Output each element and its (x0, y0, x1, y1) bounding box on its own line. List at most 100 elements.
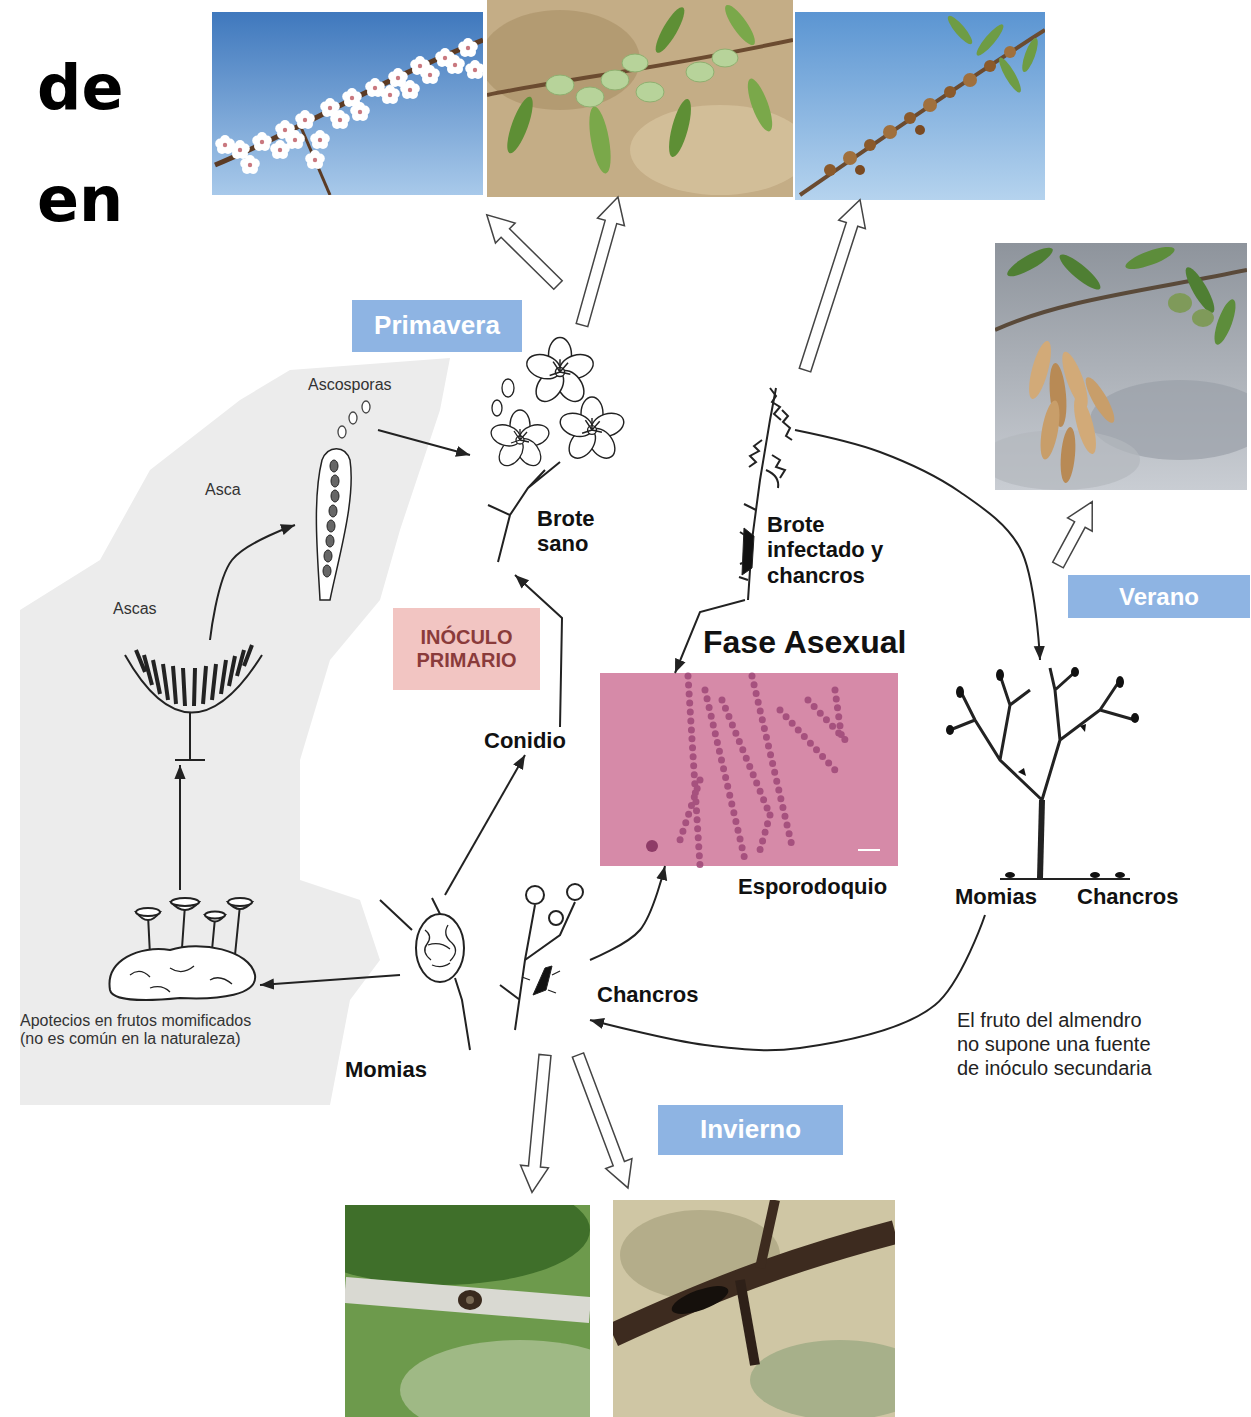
box-label: Verano (1119, 583, 1199, 611)
box-label: Invierno (700, 1115, 801, 1145)
photo (1004, 243, 1056, 281)
apothecia-drawing (110, 946, 256, 1000)
canker-drawing (526, 886, 544, 904)
photo (613, 1232, 895, 1335)
photo (465, 60, 483, 79)
photo (855, 165, 865, 175)
canker-drawing (567, 884, 583, 900)
photo (380, 85, 400, 104)
ascus-drawing (324, 550, 332, 562)
photo (295, 110, 315, 129)
tree-drawing (1071, 667, 1079, 677)
note: El fruto del almendro no supone una fuen… (957, 1008, 1160, 1080)
stage-node: Momias (400, 895, 475, 1005)
ascus-drawing (323, 460, 339, 577)
photo (1192, 309, 1214, 327)
photo (1059, 426, 1078, 483)
stage-label: Conidio (484, 728, 566, 753)
infected-shoot-drawing (766, 470, 778, 488)
stage-node: Brote sano (470, 330, 625, 575)
stage-label: Fase Asexual (703, 624, 906, 661)
photo (904, 112, 916, 124)
photo (760, 1200, 775, 1268)
photo (215, 40, 483, 165)
photo (420, 65, 440, 84)
photo (995, 243, 1247, 490)
photo (686, 62, 714, 82)
photo (345, 1205, 590, 1285)
micrograph (680, 676, 850, 866)
stage-label: Momias (955, 884, 1037, 909)
photo-arrow (792, 195, 874, 374)
photo (350, 102, 370, 121)
photo-arrow (477, 205, 568, 295)
page-title: de en (37, 32, 157, 256)
apothecia-drawing (110, 898, 256, 1000)
photo (1210, 297, 1240, 347)
photo (212, 12, 483, 195)
photo (585, 105, 615, 175)
photo (973, 21, 1006, 58)
flow-arrow (590, 915, 985, 1050)
ascus-drawing (327, 520, 335, 532)
photo (546, 75, 574, 95)
photo (445, 55, 465, 74)
micrograph (646, 840, 658, 852)
apothecia-drawing (136, 908, 160, 916)
photo (984, 60, 996, 72)
photo (915, 125, 925, 135)
photo (945, 13, 976, 47)
stage-label: Chancros (597, 982, 698, 1007)
infected-shoot-drawing (782, 410, 792, 440)
photo (1004, 46, 1016, 58)
sexual-stage-node: Asca (295, 445, 355, 600)
photo (944, 86, 956, 98)
photo (305, 150, 325, 169)
photo (743, 76, 777, 134)
photo (622, 54, 648, 72)
tree-drawing (1131, 713, 1139, 723)
photo (1037, 399, 1063, 461)
photo (740, 1280, 755, 1365)
tree-drawing (1018, 768, 1026, 776)
photo (613, 1200, 895, 1417)
photo (996, 55, 1025, 95)
infected-shoot-drawing (749, 440, 762, 467)
photo (800, 30, 1045, 195)
ascus-drawing (330, 460, 338, 472)
photo (240, 155, 260, 174)
micrograph-node: Fase AsexualEsporodoquio (600, 673, 898, 866)
ascus-drawing (331, 475, 339, 487)
healthy-shoot-drawing (492, 400, 502, 416)
infected-shoot-drawing (742, 528, 754, 575)
stage-label: Brote sano (537, 506, 617, 557)
canker-drawing (500, 884, 583, 1030)
box-label: INÓCULO PRIMARIO (401, 626, 532, 672)
stage-label: Asca (205, 481, 241, 499)
photo (466, 1296, 474, 1304)
photo (824, 164, 836, 176)
micrograph (600, 673, 898, 866)
tree-drawing (956, 686, 964, 698)
ascus-drawing (316, 449, 351, 600)
tree-drawing (946, 667, 1139, 879)
stage-label: Apotecios en frutos momificados (no es c… (20, 1012, 265, 1049)
stage-label: Ascas (113, 600, 157, 618)
tree-drawing (996, 669, 1004, 681)
ascospore-drawing (338, 426, 346, 438)
photo (400, 80, 420, 99)
healthy-shoot-drawing (488, 410, 551, 470)
season-box: Verano (1068, 575, 1250, 618)
ascospore-drawing (338, 401, 370, 438)
photo (665, 97, 696, 159)
mummy-drawing (416, 914, 464, 982)
photo (795, 12, 1045, 200)
apothecia-drawing (130, 966, 232, 992)
tree-node: MomiasChancros (925, 660, 1215, 915)
flow-arrow (445, 755, 525, 895)
ascospore-drawing (362, 401, 370, 413)
ascospore-band (20, 358, 450, 1105)
apothecia-drawing (205, 912, 225, 919)
